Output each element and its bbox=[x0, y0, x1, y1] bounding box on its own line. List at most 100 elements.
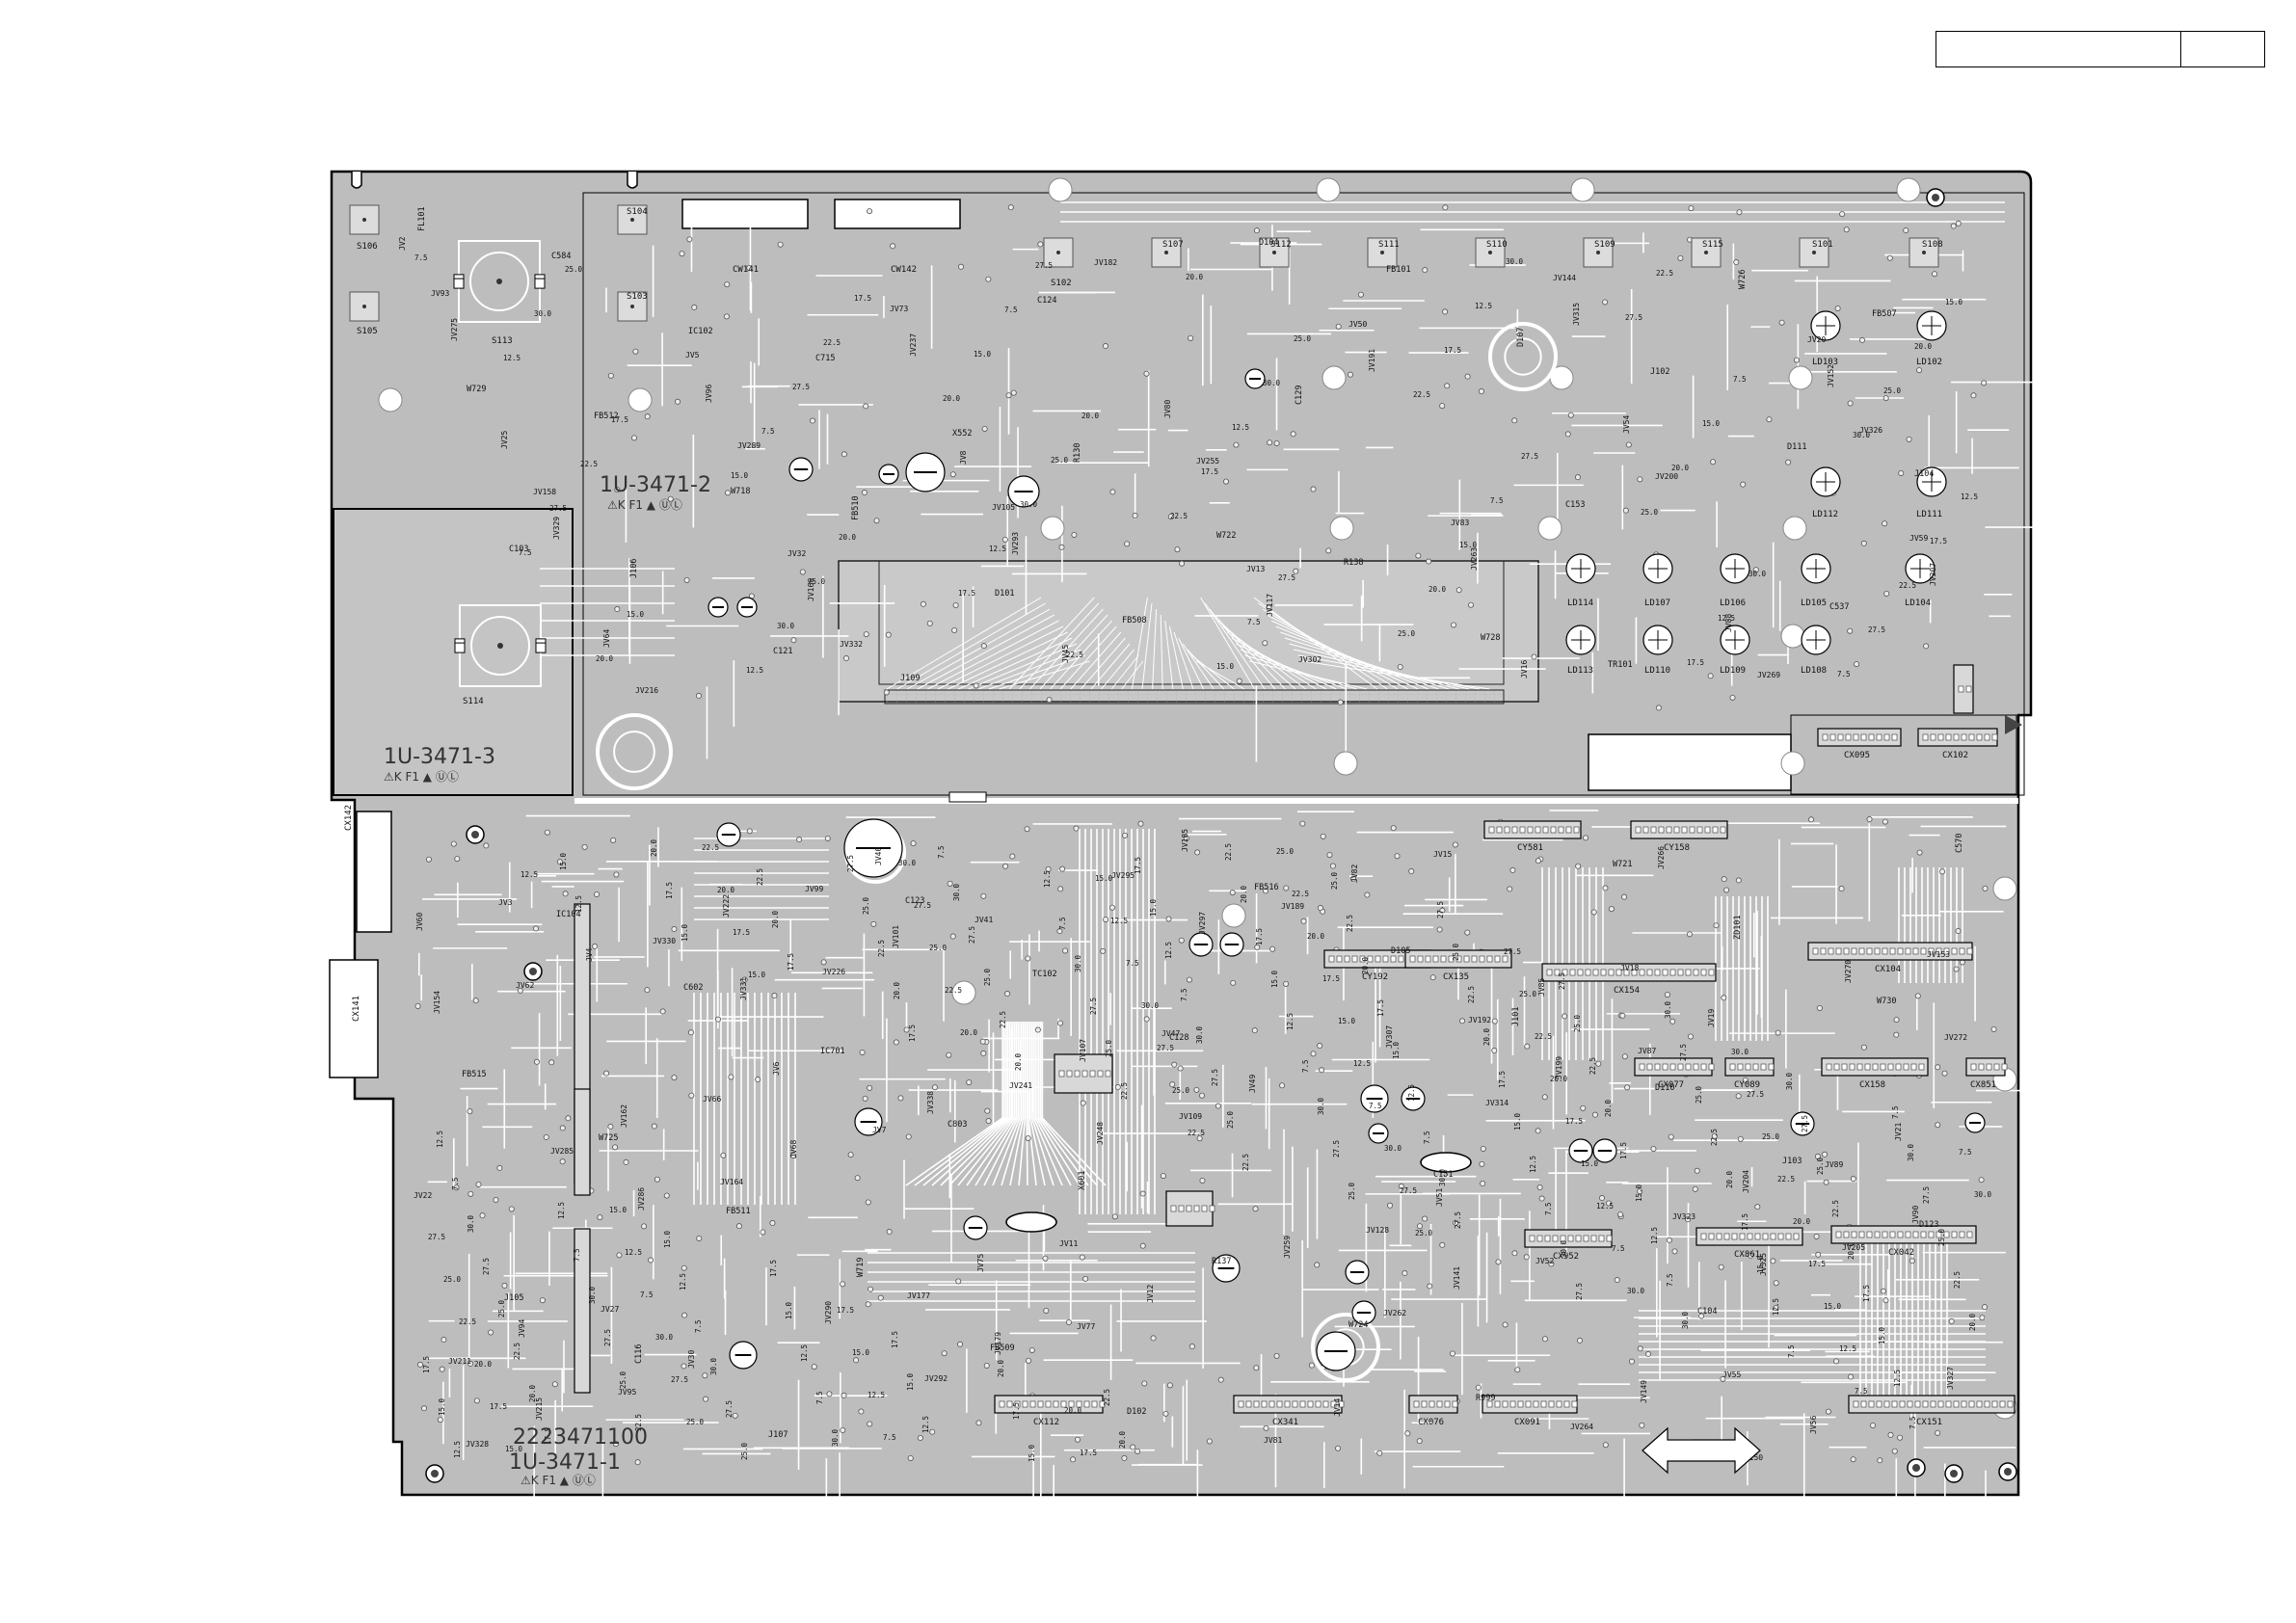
jumper-length-label: 22.5 bbox=[756, 868, 764, 886]
jumper-length-label: 17.5 bbox=[1444, 346, 1461, 355]
jumper-label: JV141 bbox=[1453, 1266, 1461, 1290]
jumper-length-label: 15.0 bbox=[1581, 1159, 1599, 1168]
jumper-length-label: 30.0 bbox=[898, 859, 917, 867]
jumper-length-label: 22.5 bbox=[877, 940, 886, 957]
jumper-label: JV215 bbox=[535, 1397, 544, 1421]
jumper-label: JV81 bbox=[1264, 1436, 1282, 1445]
jumper-length-label: 22.5 bbox=[1953, 1271, 1962, 1289]
jumper-label: JV105 bbox=[992, 503, 1015, 512]
jumper-length-label: 12.5 bbox=[453, 1441, 462, 1458]
jumper-label: JV80 bbox=[1163, 400, 1172, 418]
jumper-length-label: 15.0 bbox=[1216, 662, 1235, 671]
jumper-label: JV153 bbox=[1927, 950, 1950, 959]
jumper-length-label: 12.5 bbox=[1110, 917, 1128, 925]
switch-label: S109 bbox=[1594, 240, 1615, 250]
jumper-label: JV332 bbox=[840, 640, 863, 649]
jumper-length-label: 7.5 bbox=[1733, 375, 1747, 384]
component-label: FB510 bbox=[851, 495, 861, 520]
jumper-length-label: 12.5 bbox=[1232, 423, 1249, 432]
jumper-length-label: 22.5 bbox=[945, 986, 962, 995]
switch-label: S105 bbox=[357, 327, 378, 336]
connector-label: CX042 bbox=[1888, 1248, 1914, 1258]
jumper-length-label: 12.5 bbox=[1839, 1344, 1856, 1353]
jumper-length-label: 17.5 bbox=[544, 1427, 552, 1445]
jumper-length-label: 15.0 bbox=[1392, 1041, 1401, 1059]
component-label: W728 bbox=[1481, 633, 1500, 643]
jumper-length-label: 17.5 bbox=[1862, 1285, 1871, 1302]
jumper-length-label: 22.5 bbox=[1170, 512, 1188, 520]
jumper-label: JV266 bbox=[1657, 846, 1666, 869]
jumper-length-label: 12.5 bbox=[1043, 870, 1052, 888]
connector-label: CX952 bbox=[1553, 1252, 1579, 1262]
jumper-length-label: 27.5 bbox=[1558, 972, 1566, 990]
jumper-length-label: 30.0 bbox=[1506, 257, 1524, 266]
jumper-length-label: 27.5 bbox=[1521, 452, 1538, 461]
jumper-length-label: 7.5 bbox=[573, 1248, 581, 1262]
jumper-length-label: 15.0 bbox=[438, 1397, 446, 1416]
jumper-length-label: 25.0 bbox=[1519, 990, 1537, 998]
jumper-length-label: 12.5 bbox=[746, 666, 763, 675]
jumper-label: JV241 bbox=[1009, 1081, 1032, 1090]
jumper-length-label: 25.0 bbox=[1641, 508, 1659, 517]
component-label: C124 bbox=[1037, 296, 1056, 306]
jumper-length-label: 27.5 bbox=[1211, 1069, 1219, 1086]
switch-label: S111 bbox=[1378, 240, 1400, 250]
jumper-length-label: 22.5 bbox=[1467, 986, 1476, 1003]
component-label: J105 bbox=[504, 1293, 523, 1303]
jumper-length-label: 17.5 bbox=[1134, 857, 1142, 874]
jumper-label: JV205 bbox=[1842, 1243, 1865, 1252]
jumper-length-label: 30.0 bbox=[1785, 1072, 1794, 1090]
jumper-length-label: 20.0 bbox=[960, 1028, 978, 1037]
jumper-length-label: 17.5 bbox=[1080, 1449, 1097, 1457]
component-label: D123 bbox=[1919, 1220, 1938, 1230]
component-label: C104 bbox=[1697, 1307, 1717, 1317]
switch-label: S115 bbox=[1702, 240, 1723, 250]
jumper-length-label: 17.5 bbox=[769, 1260, 778, 1277]
jumper-length-label: 17.5 bbox=[787, 953, 795, 971]
jumper-length-label: 12.5 bbox=[1961, 492, 1978, 501]
jumper-label: JV189 bbox=[1281, 902, 1304, 911]
jumper-length-label: 17.5 bbox=[1619, 1142, 1628, 1159]
arrow-double-icon bbox=[1642, 1426, 1761, 1475]
jumper-length-label: 15.0 bbox=[1945, 298, 1963, 306]
led-label: LD109 bbox=[1720, 666, 1746, 676]
jumper-length-label: 15.0 bbox=[1095, 874, 1113, 883]
jumper-length-label: 15.0 bbox=[681, 923, 689, 942]
jumper-label: JV22 bbox=[414, 1191, 432, 1200]
component-label: W721 bbox=[1613, 860, 1632, 869]
led-label: LD112 bbox=[1812, 510, 1838, 519]
jumper-label: JV179 bbox=[994, 1332, 1002, 1355]
jumper-label: JV52 bbox=[1535, 1257, 1554, 1265]
switch-label: S108 bbox=[1922, 240, 1943, 250]
jumper-label: JV326 bbox=[1859, 426, 1882, 435]
connector-label: CX112 bbox=[1033, 1418, 1059, 1427]
jumper-label: JV237 bbox=[909, 333, 918, 357]
jumper-label: JV323 bbox=[1672, 1212, 1695, 1221]
jumper-length-label: 30.0 bbox=[1681, 1311, 1690, 1329]
jumper-label: JV191 bbox=[1368, 349, 1376, 372]
jumper-length-label: 17.5 bbox=[1012, 1402, 1021, 1420]
connector-label: CW142 bbox=[891, 265, 917, 275]
jumper-length-label: 7.5 bbox=[1058, 917, 1067, 930]
jumper-label: JV7 bbox=[872, 1126, 887, 1134]
jumper-label: JV295 bbox=[1111, 871, 1135, 880]
jumper-length-label: 17.5 bbox=[1930, 537, 1947, 545]
jumper-label: JV16 bbox=[1520, 660, 1529, 678]
jumper-length-label: 12.5 bbox=[1407, 1084, 1416, 1102]
jumper-length-label: 30.0 bbox=[1195, 1025, 1204, 1044]
component-label: C715 bbox=[815, 354, 835, 363]
jumper-length-label: 7.5 bbox=[1544, 1202, 1553, 1215]
jumper-label: JV77 bbox=[1077, 1322, 1095, 1331]
jumper-label: JV200 bbox=[1655, 472, 1678, 481]
jumper-label: JV95 bbox=[618, 1388, 636, 1397]
component-label: W718 bbox=[731, 487, 750, 496]
jumper-label: JV314 bbox=[1485, 1099, 1508, 1107]
jumper-length-label: 17.5 bbox=[733, 928, 750, 937]
component-label: J106 bbox=[629, 559, 639, 578]
connector-label: CX095 bbox=[1844, 751, 1870, 760]
jumper-label: JV20 bbox=[1807, 335, 1826, 344]
jumper-length-label: 17.5 bbox=[1376, 999, 1385, 1017]
jumper-length-label: 30.0 bbox=[1438, 1168, 1447, 1186]
jumper-length-label: 17.5 bbox=[837, 1306, 854, 1315]
component-label: R130 bbox=[1073, 443, 1082, 463]
